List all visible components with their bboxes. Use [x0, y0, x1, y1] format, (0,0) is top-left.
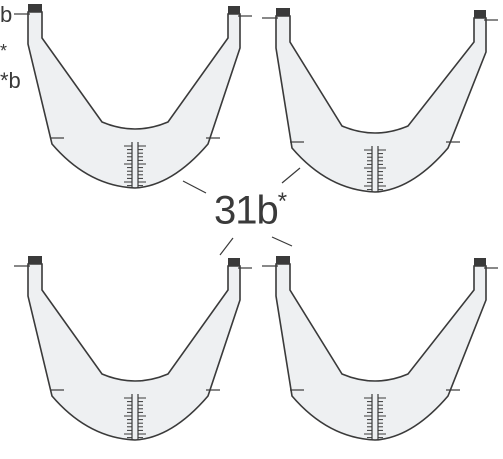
- right-arm-cap: [474, 10, 486, 18]
- yoke-body: [275, 15, 487, 193]
- yoke-top-right: [262, 8, 498, 193]
- leader-line-bottom-left: [219, 237, 234, 256]
- yoke-top-left: [14, 4, 252, 189]
- left-arm-cap: [276, 256, 290, 264]
- leader-line-top-right: [281, 167, 301, 184]
- yoke-body: [27, 263, 241, 441]
- edge-fragment-top: b: [0, 2, 13, 27]
- right-arm-cap: [228, 6, 240, 14]
- figure-label: 31b*: [214, 188, 287, 233]
- right-arm-cap: [474, 258, 486, 266]
- yoke-body: [27, 11, 241, 189]
- yoke-body: [275, 263, 487, 441]
- left-arm-cap: [28, 4, 42, 12]
- yoke-bottom-right: [262, 256, 498, 441]
- leader-line-top-left: [182, 180, 207, 194]
- edge-fragment-middle: *: [0, 41, 8, 61]
- left-arm-cap: [28, 256, 42, 264]
- figure-label-mark: *: [277, 188, 287, 215]
- yoke-bottom-left: [14, 256, 252, 441]
- right-arm-cap: [228, 258, 240, 266]
- figure-label-text: 31b: [214, 188, 279, 233]
- edge-fragment-bottom: *b: [0, 68, 21, 93]
- left-arm-cap: [276, 8, 290, 16]
- leader-line-bottom-right: [271, 236, 293, 247]
